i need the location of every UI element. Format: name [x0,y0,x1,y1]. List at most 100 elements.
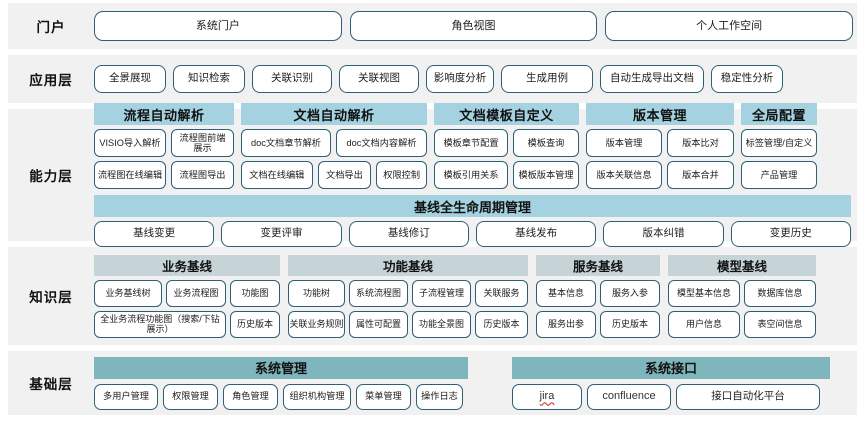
knowledge-group-0-row1: 业务基线树 业务流程图 功能图 [94,279,280,307]
capability-3-r1-1[interactable]: 版本比对 [667,129,734,157]
knowledge-2-r2-0[interactable]: 服务出参 [536,310,596,338]
capability-1-r2-0[interactable]: 文档在线编辑 [241,161,313,189]
capability-3-r1-0[interactable]: 版本管理 [586,129,662,157]
row-base: 基础层 系统管理 多用户管理 权限管理 角色管理 组织机构管理 菜单管理 操作日… [8,351,857,415]
knowledge-group-3: 模型基线 模型基本信息 数据库信息 用户信息 表空间信息 [668,254,816,338]
knowledge-2-r1-0[interactable]: 基本信息 [536,279,596,307]
capability-group-3-row1: 版本管理 版本比对 [586,129,734,157]
base-0-item-3[interactable]: 组织机构管理 [283,383,351,410]
row-body-portal: 系统门户 角色视图 个人工作空间 [94,11,857,41]
knowledge-group-3-row1: 模型基本信息 数据库信息 [668,279,816,307]
knowledge-0-r1-0[interactable]: 业务基线树 [94,279,162,307]
capability-0-r1-0[interactable]: VISIO导入解析 [94,129,166,157]
capability-2-r1-1[interactable]: 模板查询 [513,129,579,157]
capability-group-2: 文档模板自定义 模板章节配置 模板查询 模板引用关系 模板版本管理 [434,103,579,189]
base-1-item-jira[interactable]: jira [512,383,582,410]
capability-group-2-title: 文档模板自定义 [434,103,579,125]
application-item-7[interactable]: 稳定性分析 [711,65,783,93]
base-group-1-items: jira confluence 接口自动化平台 [512,383,830,410]
capability-lifecycle: 基线全生命周期管理 基线变更 变更评审 基线修订 基线发布 版本纠错 变更历史 [94,195,851,247]
capability-group-4-row2: 产品管理 [741,161,817,189]
capability-3-r2-0[interactable]: 版本关联信息 [586,161,662,189]
application-item-5[interactable]: 生成用例 [501,65,593,93]
knowledge-0-r1-1[interactable]: 业务流程图 [166,279,226,307]
knowledge-group-1-row1: 功能树 系统流程图 子流程管理 关联服务 [288,279,528,307]
capability-group-1: 文档自动解析 doc文档章节解析 doc文档内容解析 文档在线编辑 文档导出 权… [241,103,427,189]
row-body-knowledge: 业务基线 业务基线树 业务流程图 功能图 全业务流程功能图（搜索/下钻展示） 历… [94,251,857,342]
row-body-base: 系统管理 多用户管理 权限管理 角色管理 组织机构管理 菜单管理 操作日志 系统… [94,353,857,414]
application-item-2[interactable]: 关联识别 [252,65,332,93]
capability-4-r2-0[interactable]: 产品管理 [741,161,817,189]
capability-3-r2-1[interactable]: 版本合并 [667,161,734,189]
capability-group-1-row2: 文档在线编辑 文档导出 权限控制 [241,161,427,189]
portal-item-0[interactable]: 系统门户 [94,11,342,41]
base-0-item-2[interactable]: 角色管理 [223,383,278,410]
knowledge-group-0-row2: 全业务流程功能图（搜索/下钻展示） 历史版本 [94,310,280,338]
lifecycle-items: 基线变更 变更评审 基线修订 基线发布 版本纠错 变更历史 [94,221,851,247]
base-groups: 系统管理 多用户管理 权限管理 角色管理 组织机构管理 菜单管理 操作日志 系统… [94,356,851,410]
base-1-item-2[interactable]: 接口自动化平台 [676,383,820,410]
knowledge-3-r1-1[interactable]: 数据库信息 [744,279,816,307]
capability-group-3: 版本管理 版本管理 版本比对 版本关联信息 版本合并 [586,103,734,189]
lifecycle-item-1[interactable]: 变更评审 [221,221,342,247]
capability-group-3-title: 版本管理 [586,103,734,125]
knowledge-group-1: 功能基线 功能树 系统流程图 子流程管理 关联服务 关联业务规则 属性可配置 功… [288,254,528,338]
knowledge-1-r1-2[interactable]: 子流程管理 [412,279,471,307]
capability-2-r1-0[interactable]: 模板章节配置 [434,129,508,157]
knowledge-0-r2-1[interactable]: 历史版本 [230,310,280,338]
knowledge-0-r1-2[interactable]: 功能图 [230,279,280,307]
capability-1-r1-0[interactable]: doc文档章节解析 [241,129,331,157]
capability-group-4-title: 全局配置 [741,103,817,125]
lifecycle-item-2[interactable]: 基线修订 [348,221,469,247]
capability-1-r2-1[interactable]: 文档导出 [317,161,372,189]
lifecycle-item-4[interactable]: 版本纠错 [603,221,724,247]
base-0-item-0[interactable]: 多用户管理 [94,383,158,410]
row-body-application: 全景展现 知识检索 关联识别 关联视图 影响度分析 生成用例 自动生成导出文档 … [94,61,857,97]
application-item-1[interactable]: 知识检索 [173,65,245,93]
knowledge-3-r2-1[interactable]: 表空间信息 [744,310,816,338]
capability-2-r2-0[interactable]: 模板引用关系 [434,161,508,189]
base-0-item-1[interactable]: 权限管理 [163,383,218,410]
knowledge-2-r2-1[interactable]: 历史版本 [600,310,660,338]
capability-1-r1-1[interactable]: doc文档内容解析 [336,129,427,157]
knowledge-1-r1-0[interactable]: 功能树 [288,279,345,307]
capability-group-2-row1: 模板章节配置 模板查询 [434,129,579,157]
knowledge-2-r1-1[interactable]: 服务入参 [600,279,660,307]
capability-1-r2-2[interactable]: 权限控制 [376,161,427,189]
application-item-6[interactable]: 自动生成导出文档 [600,65,704,93]
row-label-capability: 能力层 [29,169,73,184]
row-application: 应用层 全景展现 知识检索 关联识别 关联视图 影响度分析 生成用例 自动生成导… [8,55,857,103]
capability-group-0: 流程自动解析 VISIO导入解析 流程图前端展示 流程图在线编辑 流程图导出 [94,103,234,189]
knowledge-1-r2-2[interactable]: 功能全景图 [412,310,471,338]
lifecycle-item-3[interactable]: 基线发布 [475,221,597,247]
knowledge-3-r2-0[interactable]: 用户信息 [668,310,740,338]
base-0-item-5[interactable]: 操作日志 [416,383,463,410]
lifecycle-item-5[interactable]: 变更历史 [730,221,851,247]
row-knowledge: 知识层 业务基线 业务基线树 业务流程图 功能图 全业务流程功能图（搜索/下钻展… [8,247,857,345]
capability-group-4: 全局配置 标签管理/自定义 产品管理 [741,103,817,189]
capability-2-r2-1[interactable]: 模板版本管理 [513,161,579,189]
portal-item-1[interactable]: 角色视图 [349,11,598,41]
row-portal: 门户 系统门户 角色视图 个人工作空间 [8,3,857,49]
application-item-0[interactable]: 全景展现 [94,65,166,93]
capability-0-r2-0[interactable]: 流程图在线编辑 [94,161,166,189]
base-group-1-title: 系统接口 [512,356,830,379]
base-1-item-confluence[interactable]: confluence [587,383,671,410]
knowledge-group-3-title: 模型基线 [668,254,816,276]
capability-4-r1-0[interactable]: 标签管理/自定义 [741,129,817,157]
knowledge-group-0: 业务基线 业务基线树 业务流程图 功能图 全业务流程功能图（搜索/下钻展示） 历… [94,254,280,338]
knowledge-3-r1-0[interactable]: 模型基本信息 [668,279,740,307]
knowledge-0-r2-0[interactable]: 全业务流程功能图（搜索/下钻展示） [94,310,226,338]
portal-item-2[interactable]: 个人工作空间 [605,11,854,41]
application-item-4[interactable]: 影响度分析 [426,65,494,93]
knowledge-1-r1-1[interactable]: 系统流程图 [349,279,408,307]
lifecycle-item-0[interactable]: 基线变更 [94,221,215,247]
capability-0-r1-1[interactable]: 流程图前端展示 [171,129,234,157]
knowledge-1-r1-3[interactable]: 关联服务 [475,279,528,307]
base-0-item-4[interactable]: 菜单管理 [356,383,411,410]
knowledge-1-r2-0[interactable]: 关联业务规则 [288,310,345,338]
application-item-3[interactable]: 关联视图 [339,65,419,93]
knowledge-1-r2-3[interactable]: 历史版本 [475,310,528,338]
capability-0-r2-1[interactable]: 流程图导出 [171,161,234,189]
knowledge-1-r2-1[interactable]: 属性可配置 [349,310,408,338]
